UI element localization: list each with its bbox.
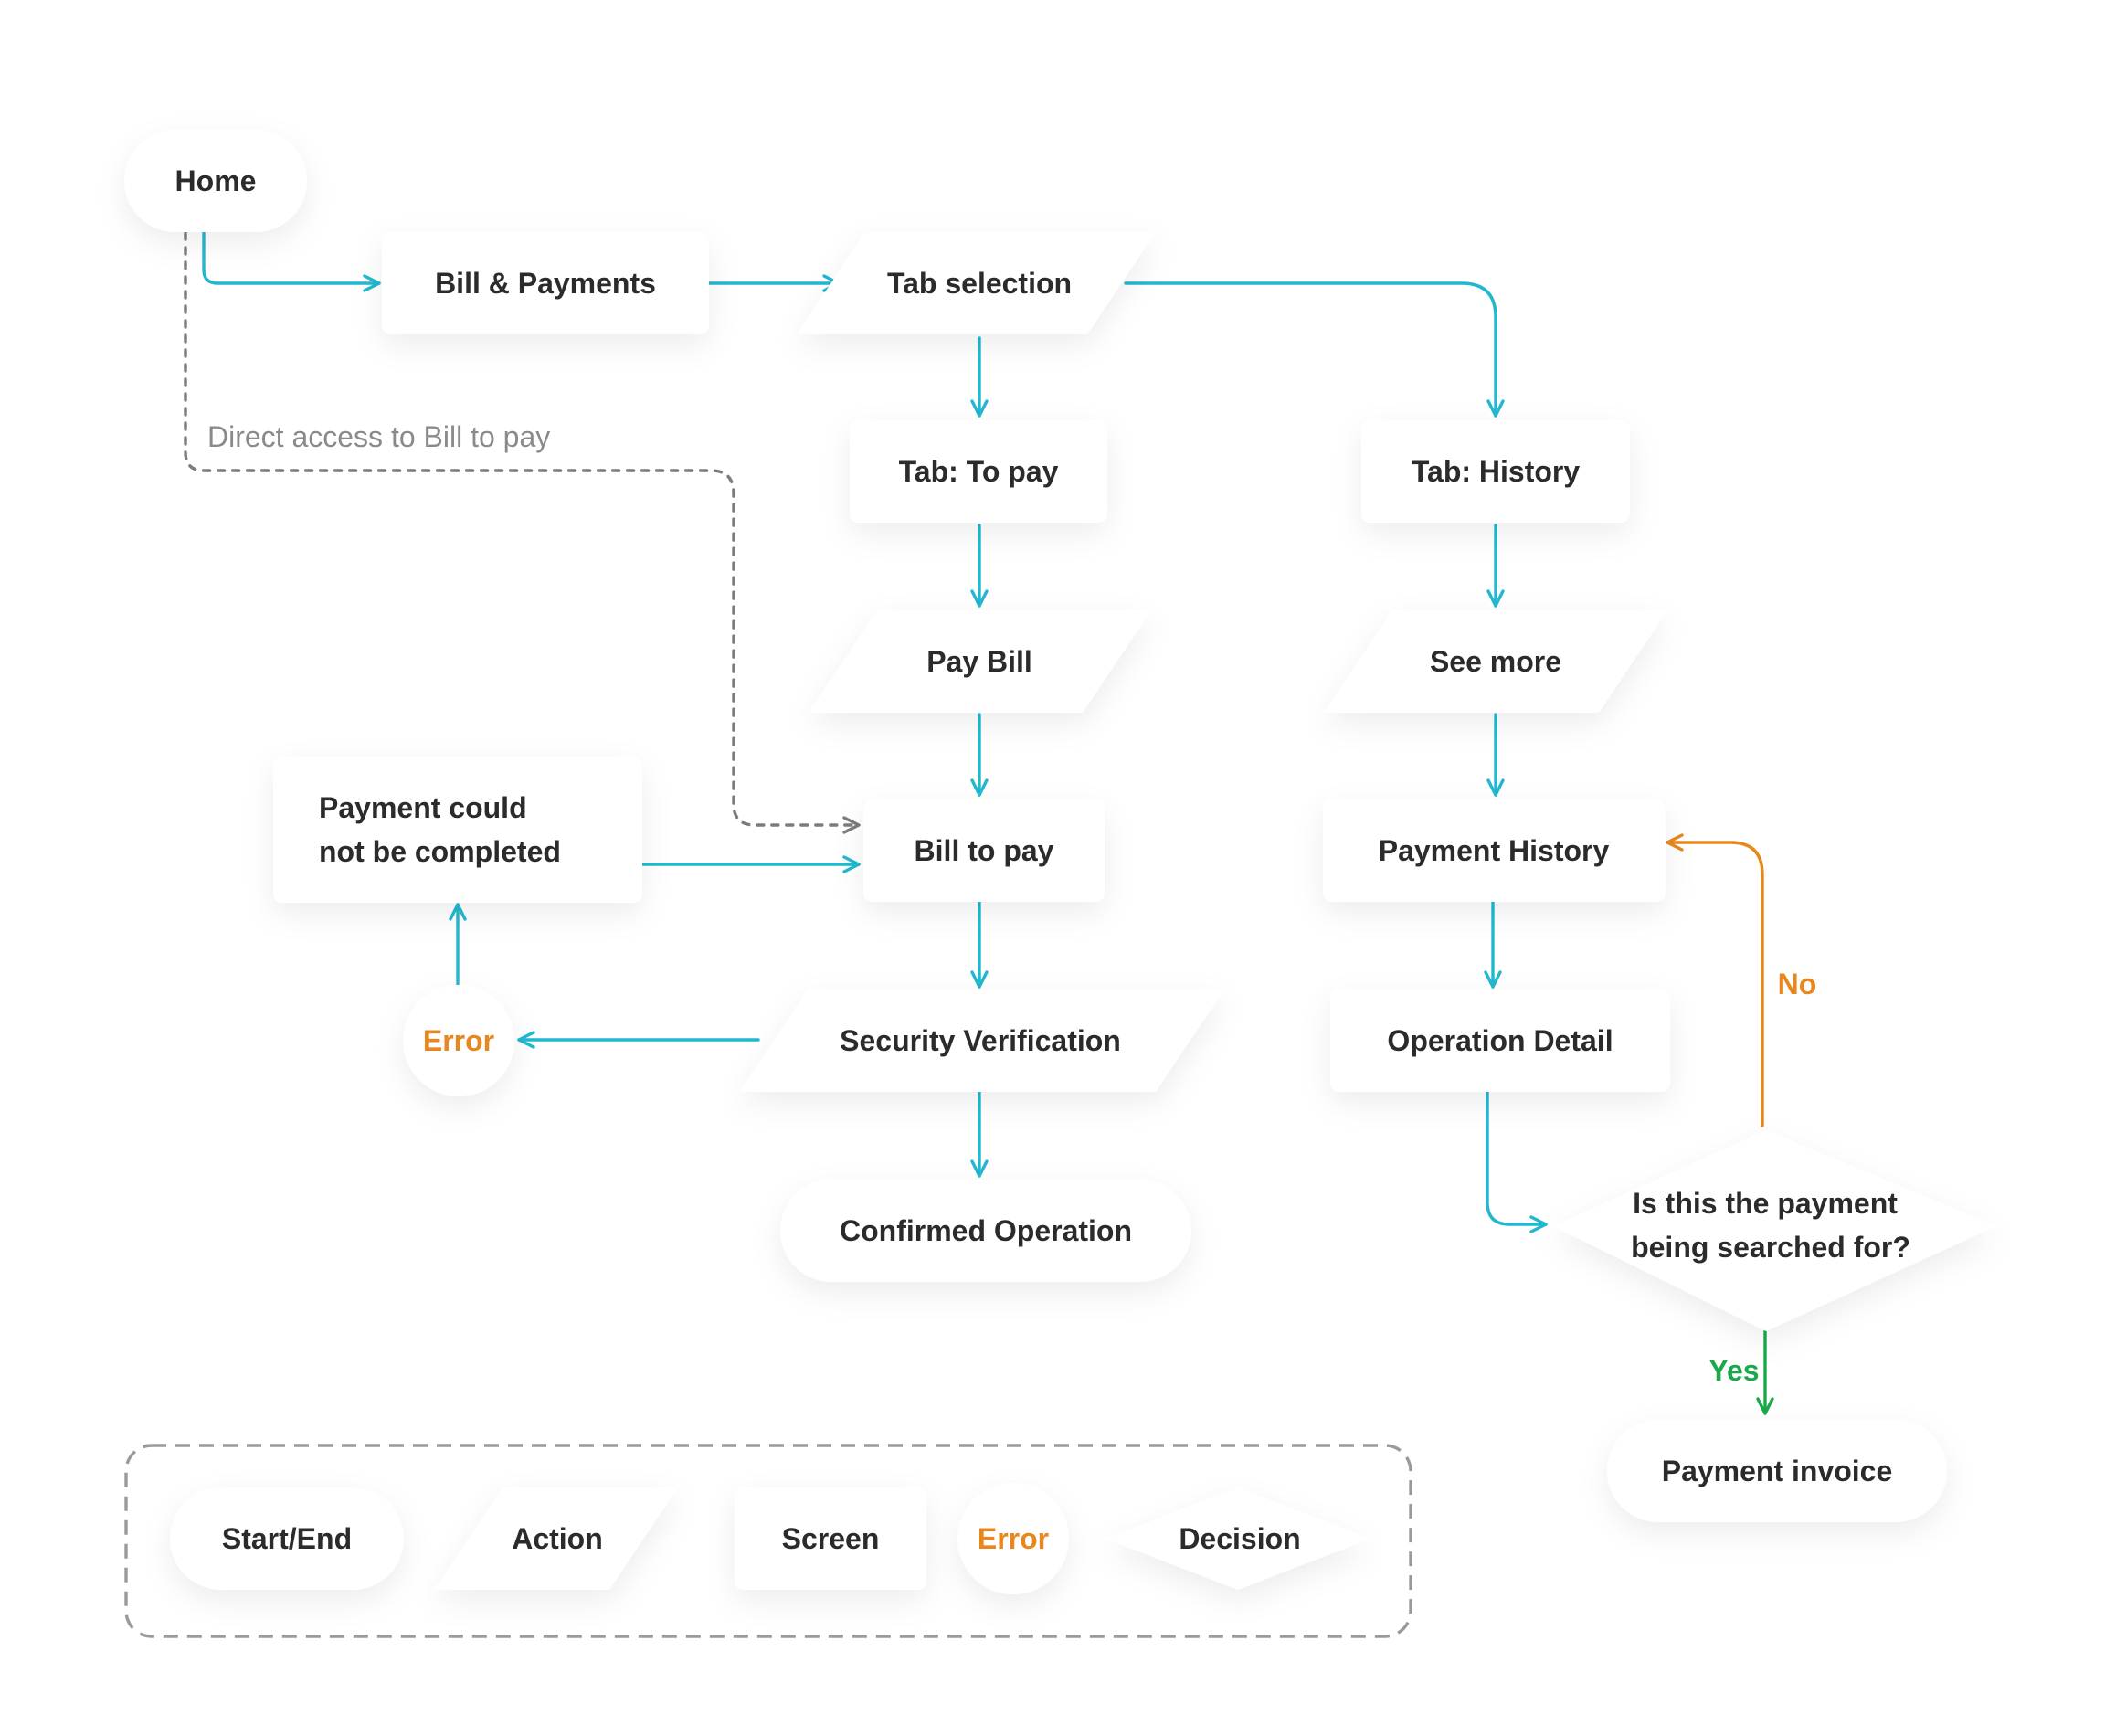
node-payment-invoice[interactable]: Payment invoice	[1607, 1420, 1947, 1522]
legend-screen: Screen	[735, 1487, 926, 1590]
node-tab-history-label: Tab: History	[1412, 455, 1581, 488]
node-payment-failed-label-line1: Payment could	[319, 791, 527, 824]
node-decision-label-line2: being searched for?	[1631, 1231, 1910, 1264]
edge-label-no: No	[1778, 968, 1817, 1000]
node-payment-failed-label-line2: not be completed	[319, 835, 561, 868]
legend-error: Error	[957, 1483, 1069, 1594]
node-decision[interactable]: Is this the payment being searched for?	[1553, 1130, 1996, 1331]
legend-start-end-label: Start/End	[222, 1522, 352, 1555]
node-see-more-label: See more	[1430, 645, 1561, 678]
legend-start-end: Start/End	[170, 1487, 404, 1590]
node-payment-history-label: Payment History	[1379, 834, 1610, 867]
node-tab-selection-label: Tab selection	[887, 267, 1072, 300]
edge-home-to-bill-payments	[202, 231, 381, 292]
node-confirmed-operation[interactable]: Confirmed Operation	[780, 1180, 1191, 1282]
node-payment-could-not-be-completed[interactable]: Payment could not be completed	[273, 757, 642, 903]
edge-label-yes: Yes	[1708, 1354, 1759, 1387]
node-tab-history[interactable]: Tab: History	[1361, 420, 1630, 523]
node-tab-to-pay-label: Tab: To pay	[899, 455, 1059, 488]
node-error-label: Error	[423, 1024, 494, 1057]
node-see-more[interactable]: See more	[1324, 610, 1667, 713]
node-bill-to-pay-label: Bill to pay	[915, 834, 1054, 867]
node-error[interactable]: Error	[403, 985, 514, 1096]
node-operation-detail[interactable]: Operation Detail	[1330, 990, 1670, 1092]
node-bill-to-pay[interactable]: Bill to pay	[863, 799, 1105, 902]
edge-decision-no-to-payment-history	[1666, 833, 1764, 1127]
node-operation-detail-label: Operation Detail	[1387, 1024, 1613, 1057]
node-security-verification-label: Security Verification	[840, 1024, 1121, 1057]
node-payment-invoice-label: Payment invoice	[1662, 1455, 1893, 1487]
edge-tab-selection-to-tab-history	[1124, 281, 1505, 418]
legend: Start/End Action Screen Error Decision	[124, 1444, 1412, 1638]
legend-decision-label: Decision	[1179, 1522, 1300, 1555]
connectors	[184, 231, 1774, 1415]
node-pay-bill-label: Pay Bill	[926, 645, 1032, 678]
legend-screen-label: Screen	[782, 1522, 880, 1555]
legend-frame	[124, 1444, 1412, 1638]
node-confirmed-operation-label: Confirmed Operation	[840, 1214, 1132, 1247]
edge-operation-detail-to-decision	[1486, 1090, 1548, 1233]
legend-decision: Decision	[1105, 1487, 1370, 1590]
legend-error-label: Error	[978, 1522, 1049, 1555]
node-decision-label-line1: Is this the payment	[1633, 1187, 1898, 1220]
node-bill-payments-label: Bill & Payments	[435, 267, 656, 300]
node-home-label: Home	[175, 164, 257, 197]
edge-direct-access-dashed	[184, 231, 861, 834]
node-security-verification[interactable]: Security Verification	[739, 990, 1224, 1092]
legend-action: Action	[434, 1487, 678, 1590]
edge-label-direct-access: Direct access to Bill to pay	[207, 420, 550, 453]
node-bill-payments[interactable]: Bill & Payments	[382, 232, 709, 334]
node-home[interactable]: Home	[124, 130, 307, 232]
node-tab-selection[interactable]: Tab selection	[797, 232, 1156, 334]
node-payment-history[interactable]: Payment History	[1323, 799, 1666, 902]
node-pay-bill[interactable]: Pay Bill	[809, 610, 1151, 713]
node-tab-to-pay[interactable]: Tab: To pay	[850, 420, 1107, 523]
legend-action-label: Action	[512, 1522, 603, 1555]
